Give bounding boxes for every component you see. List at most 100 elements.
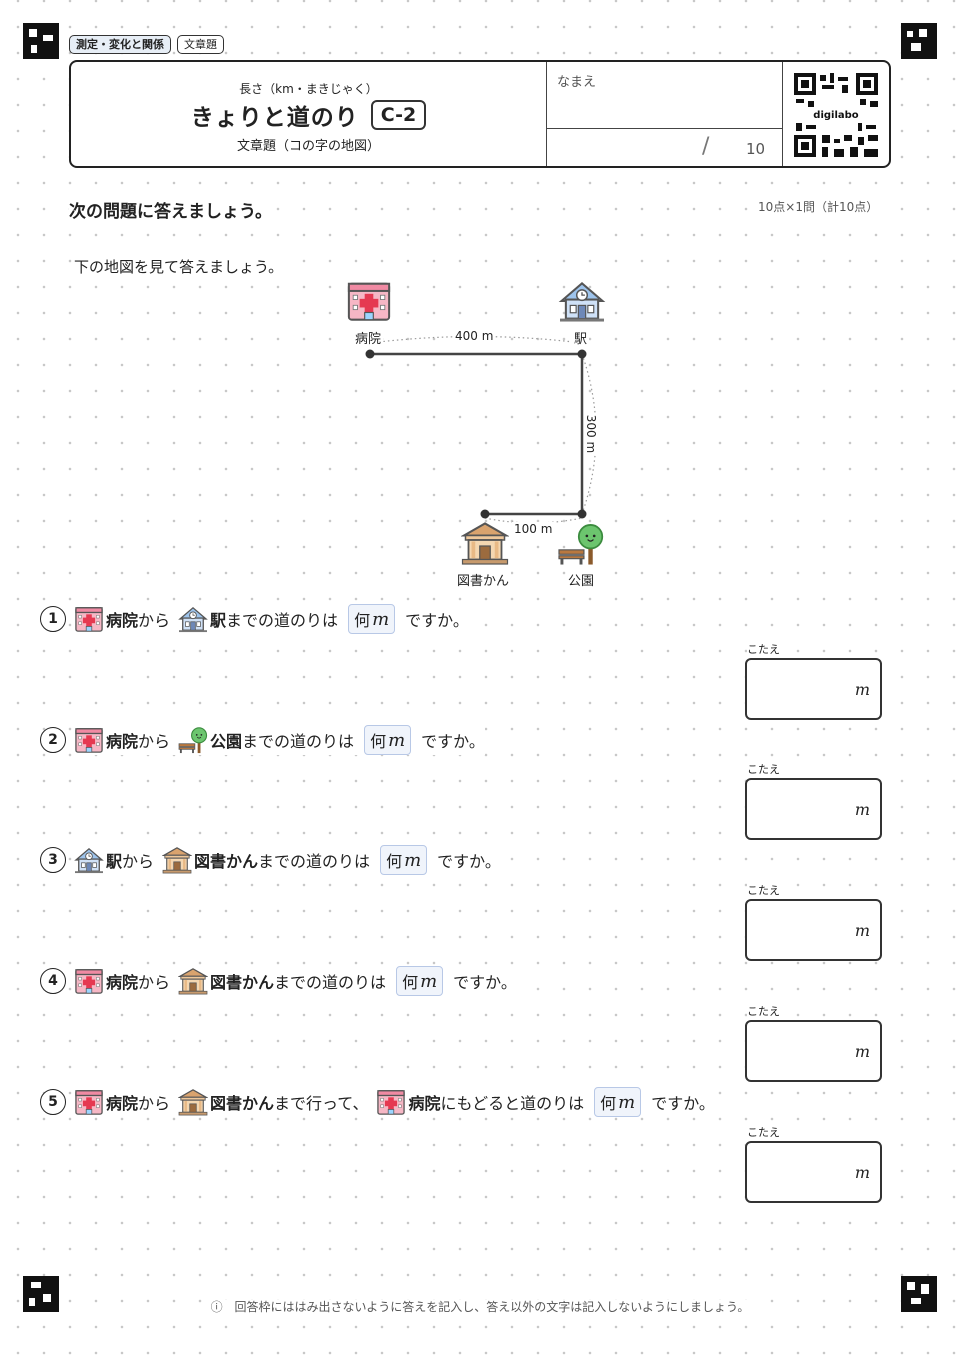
question-connector: から: [138, 1094, 171, 1113]
question-end: ですか。: [437, 852, 501, 871]
unit-symbol: m: [420, 970, 438, 992]
question-end: ですか。: [421, 732, 485, 751]
map-label-hospital: 病院: [353, 328, 384, 347]
question-tail: までの道のりは: [226, 611, 339, 630]
question-connector: から: [122, 852, 155, 871]
park-icon: [559, 525, 602, 565]
question-end: ですか。: [453, 973, 517, 992]
route-path: [370, 352, 584, 516]
answer-unit: m: [854, 1042, 870, 1061]
distance-arc-park-library: [484, 517, 583, 524]
map-label-park: 公園: [566, 570, 597, 589]
question-end: ですか。: [405, 611, 469, 630]
answer-box-1[interactable]: m: [745, 658, 882, 720]
answer-unit: m: [854, 800, 870, 819]
page-title: きょりと道のり: [190, 105, 359, 131]
question-number: 5: [40, 1089, 66, 1115]
answer-label: こたえ: [747, 761, 780, 777]
answer-unit: m: [854, 921, 870, 940]
hospital-icon: [74, 726, 104, 754]
unit-symbol: m: [388, 729, 406, 751]
answer-unit: m: [854, 1163, 870, 1182]
answer-box-4[interactable]: m: [745, 1020, 882, 1082]
distance-label-park-library: 100 m: [512, 522, 555, 536]
name-score-area: なまえ / 10: [546, 62, 782, 166]
category-tags: 測定・変化と関係 文章題: [69, 35, 224, 54]
place-name: 公園: [210, 732, 243, 751]
place-name: 図書かん: [210, 1094, 275, 1113]
hospital-point: [365, 349, 375, 359]
place-name: 病院: [106, 732, 139, 751]
hospital-icon: [349, 284, 389, 320]
place-name: 駅: [210, 611, 227, 630]
place-name: 駅: [106, 852, 123, 871]
answer-label: こたえ: [747, 882, 780, 898]
qr-label: digilabo: [813, 110, 859, 121]
question-tail: までの道のりは: [242, 732, 355, 751]
lead-text: 下の地図を見て答えましょう。: [74, 256, 284, 277]
distance-label-hospital-station: 400 m: [453, 329, 496, 343]
corner-marker-bottom-right: [901, 1276, 937, 1312]
type-tag: 文章題: [177, 35, 224, 54]
name-label: なまえ: [557, 75, 597, 90]
qr-code-icon: digilabo: [794, 73, 878, 157]
place-name: 図書かん: [210, 973, 275, 992]
corner-marker-bottom-left: [23, 1276, 59, 1312]
title-row: きょりと道のり C-2: [71, 98, 546, 132]
question-tail: までの道のりは: [258, 852, 371, 871]
place-name: 病院: [106, 1094, 139, 1113]
question-number: 3: [40, 847, 66, 873]
hospital-icon: [74, 967, 104, 995]
worksheet-code: C-2: [370, 100, 427, 130]
library-icon: [463, 524, 508, 565]
corner-marker-top-left: [23, 23, 59, 59]
info-icon: ⓘ: [206, 1300, 227, 1314]
answer-box-5[interactable]: m: [745, 1141, 882, 1203]
footer-note: ⓘ 回答枠にははみ出さないように答えを記入し、答え以外の文字は記入しないようにし…: [0, 1298, 960, 1315]
answer-box-2[interactable]: m: [745, 778, 882, 840]
name-divider: [547, 128, 782, 129]
qr-area: digilabo: [782, 62, 889, 166]
station-point: [577, 349, 587, 359]
unit-question: 何: [354, 611, 371, 630]
station-icon: [178, 605, 208, 633]
answer-unit: m: [854, 680, 870, 699]
unit-symbol: m: [618, 1091, 636, 1113]
title-area: 長さ（km・まきじゃく） きょりと道のり C-2 文章題（コの字の地図）: [71, 62, 546, 166]
unit-symbol: m: [372, 608, 390, 630]
place-name: 図書かん: [194, 852, 259, 871]
category-tag: 測定・変化と関係: [69, 35, 171, 54]
answer-label: こたえ: [747, 1124, 780, 1140]
map-label-station: 駅: [572, 328, 590, 347]
hospital-icon: [74, 1088, 104, 1116]
unit-question: 何: [402, 973, 419, 992]
hospital-icon: [74, 605, 104, 633]
answer-box-3[interactable]: m: [745, 899, 882, 961]
place-name: 病院: [106, 611, 139, 630]
unit-question: 何: [370, 732, 387, 751]
library-icon: [162, 846, 192, 874]
question-number: 2: [40, 727, 66, 753]
answer-label: こたえ: [747, 641, 780, 657]
question-number: 4: [40, 968, 66, 994]
question-tail: にもどると道のりは: [440, 1094, 585, 1113]
place-name: 病院: [408, 1094, 441, 1113]
corner-marker-top-right: [901, 23, 937, 59]
library-icon: [178, 967, 208, 995]
station-icon: [560, 283, 604, 321]
park-icon: [178, 726, 208, 754]
answer-label: こたえ: [747, 1003, 780, 1019]
score-total: 10: [746, 140, 766, 158]
